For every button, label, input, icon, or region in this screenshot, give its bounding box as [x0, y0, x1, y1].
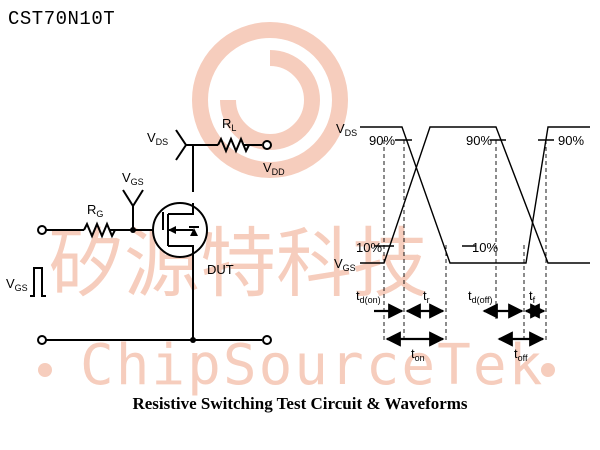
vdd-terminal: [262, 140, 272, 150]
switching-waveforms: VDS VGS 90% 90% 90% 10% 10% td(on) tr td…: [334, 121, 590, 363]
ground-left-terminal: [37, 335, 47, 345]
vdd-label: VDD: [263, 160, 285, 177]
test-circuit: VDS RL VDD VGS RG VGS DUT: [6, 116, 285, 345]
rl-label: RL: [222, 116, 236, 133]
label-90pct-a: 90%: [369, 133, 395, 148]
label-90pct-b: 90%: [466, 133, 492, 148]
watermark-dot-left: [38, 363, 52, 377]
body-diode: [190, 228, 198, 236]
td-off-label: td(off): [468, 288, 492, 305]
gate-input-terminal: [37, 225, 47, 235]
toff-label: toff: [514, 346, 528, 363]
rg-label: RG: [87, 202, 103, 219]
label-90pct-c: 90%: [558, 133, 584, 148]
dut-label: DUT: [207, 262, 234, 277]
part-number: CST70N10T: [8, 8, 116, 30]
label-10pct-a: 10%: [356, 240, 382, 255]
ground-right-terminal: [262, 335, 272, 345]
label-10pct-b: 10%: [472, 240, 498, 255]
rg-resistor: [83, 221, 116, 239]
td-on-label: td(on): [356, 288, 381, 305]
vgs-wave-label: VGS: [334, 256, 356, 273]
ton-label: ton: [411, 346, 425, 363]
vds-probe-arrow: [175, 129, 188, 161]
level-ticks: [375, 139, 554, 247]
vgs-source-label: VGS: [6, 276, 28, 293]
ground-junction: [190, 337, 196, 343]
pulse-source-icon: [30, 267, 46, 297]
vds-waveform: [360, 126, 590, 264]
tf-label: tf: [529, 288, 536, 305]
tr-label: tr: [423, 288, 430, 305]
rl-resistor: [217, 136, 250, 154]
watermark-english: ChipSourceTek: [80, 333, 544, 398]
watermark-dot-right: [541, 363, 555, 377]
vgs-probe-arrow: [122, 189, 144, 208]
watermark-logo-arc: [220, 50, 320, 150]
vgs-waveform: [360, 126, 590, 264]
watermark: 矽源特科技 ChipSourceTek: [38, 22, 555, 398]
vgs-probe-label: VGS: [122, 170, 144, 187]
watermark-logo-ring: [192, 22, 348, 178]
vds-wave-label: VDS: [336, 121, 357, 138]
figure-caption: Resistive Switching Test Circuit & Wavef…: [132, 394, 468, 413]
vds-label: VDS: [147, 130, 168, 147]
